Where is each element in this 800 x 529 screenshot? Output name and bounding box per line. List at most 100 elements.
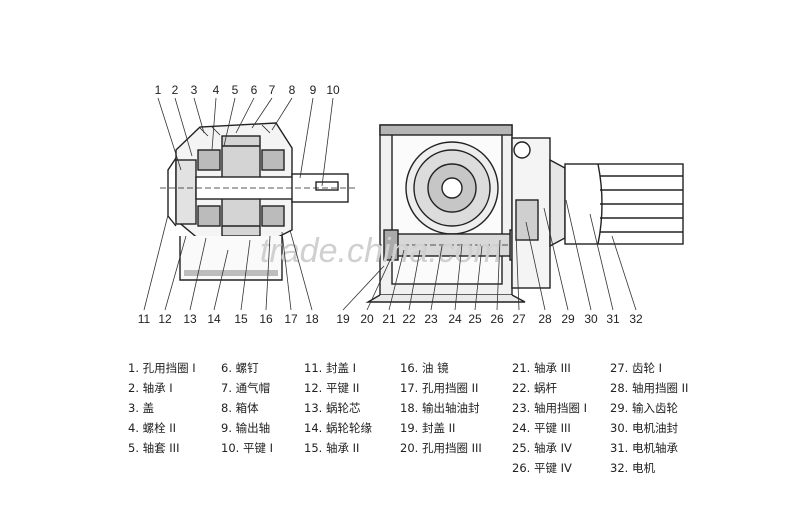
- legend-item: 7. 通气帽: [221, 381, 271, 395]
- callout-number: 11: [138, 312, 151, 326]
- legend-item: 1. 孔用挡圈 I: [128, 361, 196, 375]
- legend-item: 27. 齿轮 I: [610, 361, 662, 375]
- leader-line: [611, 235, 637, 311]
- callout-number: 23: [424, 312, 438, 326]
- callout-number: 12: [158, 312, 172, 326]
- legend-column-5: 21. 轴承 III 22. 蜗杆 23. 轴用挡圈 I 24. 平键 III …: [512, 358, 587, 478]
- leader-line: [143, 214, 169, 311]
- callout-number: 30: [584, 312, 598, 326]
- legend-item: 13. 蜗轮芯: [304, 401, 361, 415]
- leader-line: [189, 237, 207, 311]
- leader-line: [388, 249, 405, 311]
- legend-item: 24. 平键 III: [512, 421, 571, 435]
- leader-line: [366, 255, 393, 311]
- leader-line: [193, 97, 205, 134]
- callout-number: 21: [382, 312, 396, 326]
- leader-line: [299, 97, 314, 179]
- callout-number: 14: [207, 312, 221, 326]
- legend-item: 21. 轴承 III: [512, 361, 571, 375]
- callout-number: 16: [259, 312, 273, 326]
- legend-column-6: 27. 齿轮 I 28. 轴用挡圈 II 29. 输入齿轮 30. 电机油封 3…: [610, 358, 688, 478]
- leader-line: [474, 245, 483, 311]
- legend-item: 14. 蜗轮轮缘: [304, 421, 372, 435]
- legend-item: 23. 轴用挡圈 I: [512, 401, 587, 415]
- legend-item: 19. 封盖 II: [400, 421, 456, 435]
- leader-line: [515, 231, 520, 311]
- leader-line: [565, 199, 592, 311]
- callout-number: 4: [213, 83, 220, 97]
- legend-item: 30. 电机油封: [610, 421, 678, 435]
- legend-item: 17. 孔用挡圈 II: [400, 381, 479, 395]
- legend-item: 10. 平键 I: [221, 441, 273, 455]
- leader-line: [213, 249, 229, 311]
- legend-item: 15. 轴承 II: [304, 441, 360, 455]
- legend-item: 25. 轴承 IV: [512, 441, 572, 455]
- leader-line: [525, 221, 546, 311]
- callout-number: 24: [448, 312, 462, 326]
- legend-item: 12. 平键 II: [304, 381, 360, 395]
- callout-number: 6: [251, 83, 258, 97]
- legend-item: 11. 封盖 I: [304, 361, 356, 375]
- legend-item: 16. 油 镜: [400, 361, 449, 375]
- leader-line: [408, 249, 421, 311]
- legend-item: 3. 盖: [128, 401, 155, 415]
- legend-item: 2. 轴承 I: [128, 381, 173, 395]
- legend-item: 8. 箱体: [221, 401, 259, 415]
- callout-number: 2: [172, 83, 179, 97]
- callout-number: 25: [468, 312, 482, 326]
- leader-line: [211, 97, 217, 151]
- callout-number: 3: [191, 83, 198, 97]
- callout-number: 27: [512, 312, 526, 326]
- parts-legend: 1. 孔用挡圈 I 2. 轴承 I 3. 盖 4. 螺栓 II 5. 轴套 II…: [128, 358, 688, 478]
- callout-number: 5: [232, 83, 239, 97]
- legend-column-2: 6. 螺钉 7. 通气帽 8. 箱体 9. 输出轴 10. 平键 I: [221, 358, 273, 458]
- watermark-text: trade.china.com: [260, 232, 502, 270]
- leader-line: [265, 235, 271, 311]
- leader-line: [454, 243, 463, 311]
- legend-item: 32. 电机: [610, 461, 655, 475]
- callout-number: 29: [561, 312, 575, 326]
- legend-item: 29. 输入齿轮: [610, 401, 678, 415]
- leader-line: [321, 97, 334, 187]
- legend-column-1: 1. 孔用挡圈 I 2. 轴承 I 3. 盖 4. 螺栓 II 5. 轴套 II…: [128, 358, 196, 458]
- leader-line: [223, 97, 236, 147]
- legend-item: 26. 平键 IV: [512, 461, 572, 475]
- callout-number: 18: [305, 312, 319, 326]
- leader-line: [589, 213, 614, 311]
- leader-line: [240, 239, 251, 311]
- legend-item: 4. 螺栓 II: [128, 421, 177, 435]
- legend-item: 5. 轴套 III: [128, 441, 180, 455]
- callout-number: 1: [155, 83, 162, 97]
- leader-line: [271, 97, 293, 131]
- callout-number: 19: [336, 312, 350, 326]
- callout-number: 9: [310, 83, 317, 97]
- legend-item: 28. 轴用挡圈 II: [610, 381, 689, 395]
- legend-item: 31. 电机轴承: [610, 441, 678, 455]
- callout-number: 13: [183, 312, 197, 326]
- leader-line: [342, 265, 385, 311]
- leader-line: [251, 97, 273, 129]
- legend-item: 9. 输出轴: [221, 421, 271, 435]
- callout-number: 7: [269, 83, 276, 97]
- callout-number: 31: [606, 312, 620, 326]
- legend-item: 18. 输出轴油封: [400, 401, 480, 415]
- callout-number: 20: [360, 312, 374, 326]
- callout-number: 22: [402, 312, 416, 326]
- leader-line: [430, 245, 443, 311]
- callout-number: 26: [490, 312, 504, 326]
- left-section-view: [160, 122, 356, 281]
- legend-column-3: 11. 封盖 I 12. 平键 II 13. 蜗轮芯 14. 蜗轮轮缘 15. …: [304, 358, 372, 458]
- leader-line: [289, 229, 313, 311]
- right-section-view: [365, 124, 684, 303]
- callout-number: 15: [234, 312, 248, 326]
- callout-number: 28: [538, 312, 552, 326]
- leader-line: [235, 97, 255, 134]
- legend-item: 22. 蜗杆: [512, 381, 557, 395]
- callout-number: 32: [629, 312, 643, 326]
- callout-number: 8: [289, 83, 296, 97]
- legend-column-4: 16. 油 镜 17. 孔用挡圈 II 18. 输出轴油封 19. 封盖 II …: [400, 358, 482, 458]
- leader-line: [543, 207, 569, 311]
